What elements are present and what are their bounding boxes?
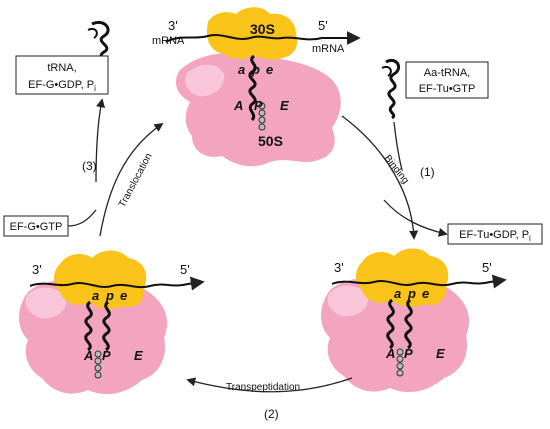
incoming-aa-trna-box: Aa-tRNA, EF-Tu•GTP [405,61,489,99]
small-site-a: a [394,286,401,301]
incoming-box-line2: EF-Tu•GTP [419,83,476,95]
small-site-e: e [120,288,127,303]
step-1-label: Binding [382,153,411,186]
peptidyl-trna [102,300,111,352]
mrna-5prime-label: 5' [318,18,328,33]
ef-g-gtp-box: EF-G•GTP [3,215,69,237]
released-box-line2-sub: i [94,84,96,93]
binding-arrow [341,115,419,240]
peptidyl-trna [404,298,413,350]
large-site-E: E [280,98,289,113]
peptide-chain [94,350,102,379]
large-site-A: A [83,348,93,363]
large-site-P: P [254,98,263,113]
ef-tu-gdp-sub: i [529,234,531,243]
step-2-number: (2) [264,407,279,421]
small-site-e: e [422,286,429,301]
mrna-3prime-label: 3' [168,18,178,33]
ribosome-left: 3' 5' a p e A P E [19,250,205,395]
large-subunit-lobe [185,64,225,97]
ef-tu-gdp-box: EF-Tu•GDP, Pi [447,223,543,245]
ribosome-right: 3' 5' a p e A P E [321,248,507,393]
large-site-A: A [233,98,243,113]
mrna-strand [29,276,205,291]
step-1-number: (1) [420,165,435,179]
small-site-a: a [238,62,245,77]
small-subunit-30s [206,7,298,60]
incoming-box-line1: Aa-tRNA, [424,67,470,79]
small-site-p: p [407,286,416,301]
mrna-strand [165,31,361,45]
step-2-label: Transpeptidation [226,382,300,393]
translocation-arrow [99,122,164,237]
ribosome-top: 3' 5' mRNA mRNA 30S 50S a p e A P E [152,7,361,167]
large-subunit-lobe [25,287,67,319]
mrna-right-label: mRNA [312,43,345,55]
large-site-A: A [385,346,395,361]
small-subunit-30s [54,250,147,309]
peptidyl-trna [248,54,257,122]
large-site-P: P [102,348,111,363]
large-site-E: E [436,346,445,361]
large-site-P: P [404,346,413,361]
small-site-e: e [266,62,273,77]
peptide-chain [258,102,266,131]
ef-g-gtp-arrow [67,209,97,227]
small-site-a: a [92,288,99,303]
small-subunit-30s [356,248,449,307]
peptide-chain [396,348,404,377]
deacylated-trna [84,300,93,352]
released-box-line1: tRNA, [47,62,76,74]
large-site-E: E [134,348,143,363]
small-site-p: p [251,62,260,77]
translocation-branch-arrow [95,98,106,183]
mrna-5prime-label: 5' [180,262,190,277]
incoming-trna-arrow [393,121,403,171]
svg-text:EF-Tu•GDP, Pi: EF-Tu•GDP, Pi [459,229,531,243]
aminoacyl-trna [386,298,395,350]
ef-g-gtp-label: EF-G•GTP [10,221,63,233]
released-box-line2: EF-G•GDP, P [28,79,94,91]
ef-tu-gdp-label: EF-Tu•GDP, P [459,229,529,241]
released-products-box: tRNA, EF-G•GDP, Pi [15,55,109,95]
mrna-3prime-label: 3' [32,262,42,277]
small-subunit-label: 30S [250,21,275,37]
incoming-aa-trna-icon [381,59,400,120]
transpeptidation-arrow [186,377,353,393]
large-subunit-lobe [327,285,369,317]
large-subunit-label: 50S [258,133,283,149]
svg-text:EF-G•GDP, Pi: EF-G•GDP, Pi [28,79,96,93]
small-site-p: p [105,288,114,303]
mrna-5prime-label: 5' [482,260,492,275]
binding-branch-arrow [383,199,448,237]
mrna-left-label: mRNA [152,35,185,47]
mrna-strand [331,274,507,289]
step-3-number: (3) [82,159,97,173]
step-3-label: Translocation [117,152,155,210]
mrna-3prime-label: 3' [334,260,344,275]
